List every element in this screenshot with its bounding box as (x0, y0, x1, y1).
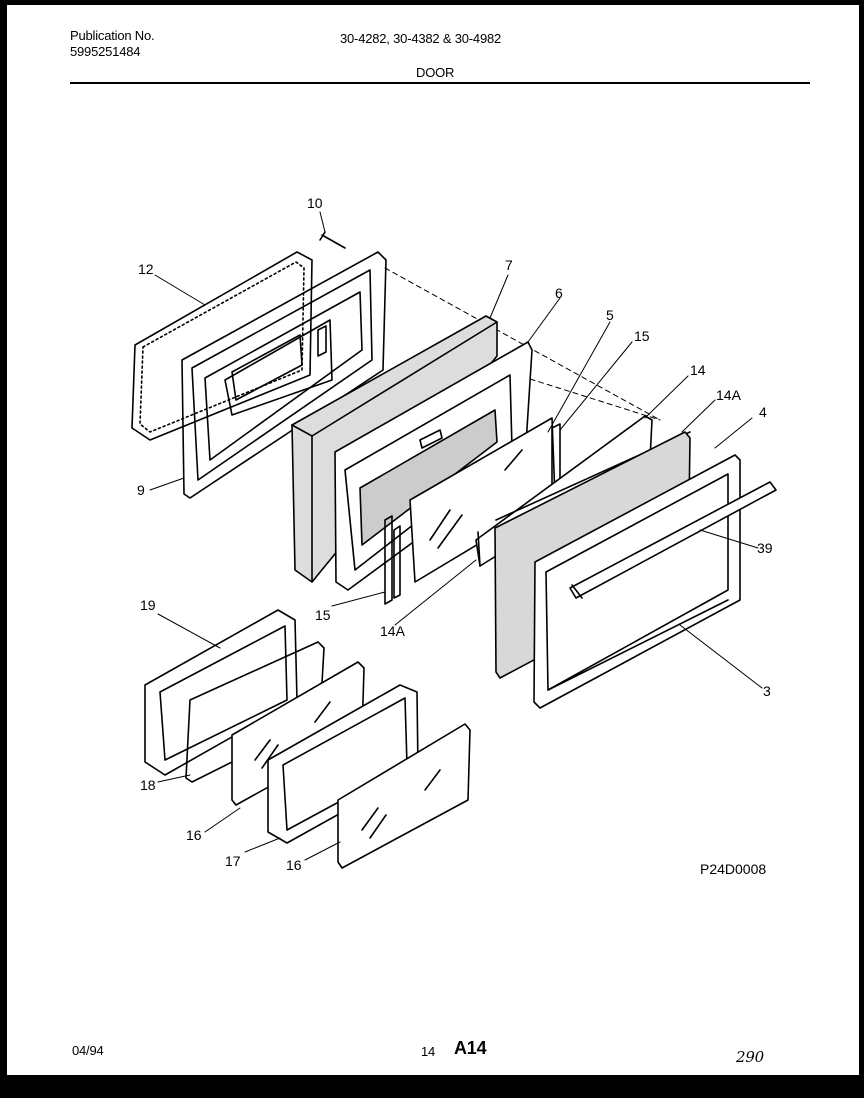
header-rule (70, 82, 810, 84)
callout-15-top: 15 (634, 328, 650, 344)
publication-number: 5995251484 (70, 44, 141, 59)
callout-18: 18 (140, 777, 156, 793)
part-10-screw (319, 231, 346, 249)
model-numbers: 30-4282, 30-4382 & 30-4982 (340, 31, 502, 46)
footer-page-number: 14 (421, 1044, 436, 1059)
callout-12: 12 (138, 261, 154, 277)
callout-14A-bottom: 14A (380, 623, 405, 639)
section-title: DOOR (416, 65, 455, 80)
callout-16-a: 16 (186, 827, 202, 843)
callout-16-b: 16 (286, 857, 302, 873)
callout-14A-top: 14A (716, 387, 741, 403)
callout-39: 39 (757, 540, 773, 556)
publication-label: Publication No. (70, 28, 155, 43)
part-39-handle (569, 481, 777, 599)
diagram-code: P24D0008 (700, 861, 767, 877)
callout-17: 17 (225, 853, 241, 869)
callout-9: 9 (137, 482, 145, 498)
part-9-inner-liner (181, 251, 387, 499)
part-16-glass-b (337, 723, 471, 869)
callout-3: 3 (763, 683, 771, 699)
callout-10: 10 (307, 195, 323, 211)
footer-date: 04/94 (72, 1043, 104, 1058)
callout-6: 6 (555, 285, 563, 301)
callout-4: 4 (759, 404, 767, 420)
footer-page-code: A14 (454, 1038, 487, 1058)
callout-7: 7 (505, 257, 513, 273)
handwritten-note: 290 (736, 1048, 765, 1066)
callout-5: 5 (606, 307, 614, 323)
callout-15-bottom: 15 (315, 607, 331, 623)
part-12-gasket (131, 251, 313, 441)
callout-14: 14 (690, 362, 706, 378)
part-3-outer-frame (533, 454, 741, 709)
callout-19: 19 (140, 597, 156, 613)
